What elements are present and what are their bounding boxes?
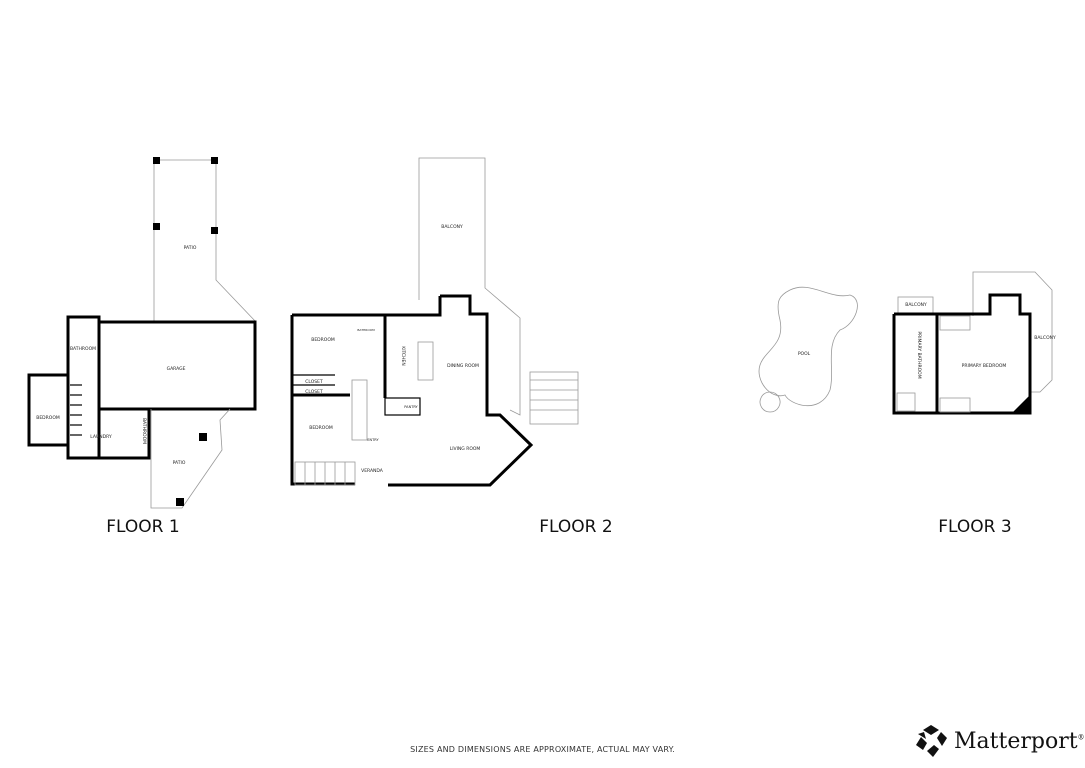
pool-label: POOL <box>798 351 811 357</box>
room-label: BATHROOM <box>141 418 147 444</box>
room-label: VERANDA <box>361 468 384 474</box>
room-label: PATIO <box>173 460 186 466</box>
disclaimer: SIZES AND DIMENSIONS ARE APPROXIMATE, AC… <box>410 745 675 754</box>
room-label: BEDROOM <box>36 415 60 421</box>
room-label: BEDROOM <box>309 425 333 431</box>
room-label: BALCONY <box>905 302 927 308</box>
floor-3-plan <box>892 271 1053 415</box>
room-label: CLOSET <box>305 389 323 395</box>
room-label: PRIMARY BEDROOM <box>962 363 1007 369</box>
floor-title: FLOOR 1 <box>106 517 179 537</box>
brand-logo: Matterport® <box>914 724 1085 758</box>
floor-2-plan <box>290 157 579 487</box>
room-label: BALCONY <box>1034 335 1056 341</box>
room-label: BATHROOM <box>357 328 375 332</box>
floor-title: FLOOR 3 <box>938 517 1011 537</box>
room-label: LAUNDRY <box>90 434 112 440</box>
room-label: PANTRY <box>404 405 418 409</box>
room-label: PATIO <box>184 245 197 251</box>
room-label: BATHROOM <box>70 346 96 352</box>
room-label: BEDROOM <box>311 337 335 343</box>
room-label: BALCONY <box>441 224 463 230</box>
room-label: LIVING ROOM <box>450 446 481 452</box>
room-label: DINING ROOM <box>447 363 479 369</box>
room-label: KITCHEN <box>400 346 406 366</box>
brand-name: Matterport® <box>954 728 1085 754</box>
floor-1-plan <box>27 157 257 509</box>
room-label: CLOSET <box>305 379 323 385</box>
floor-title: FLOOR 2 <box>539 517 612 537</box>
matterport-logo-icon <box>916 725 947 757</box>
room-label: GARAGE <box>167 366 186 372</box>
room-label: ENTRY <box>367 438 379 442</box>
room-label: PRIMARY BATHROOM <box>916 331 922 378</box>
pool-outline <box>758 286 858 413</box>
